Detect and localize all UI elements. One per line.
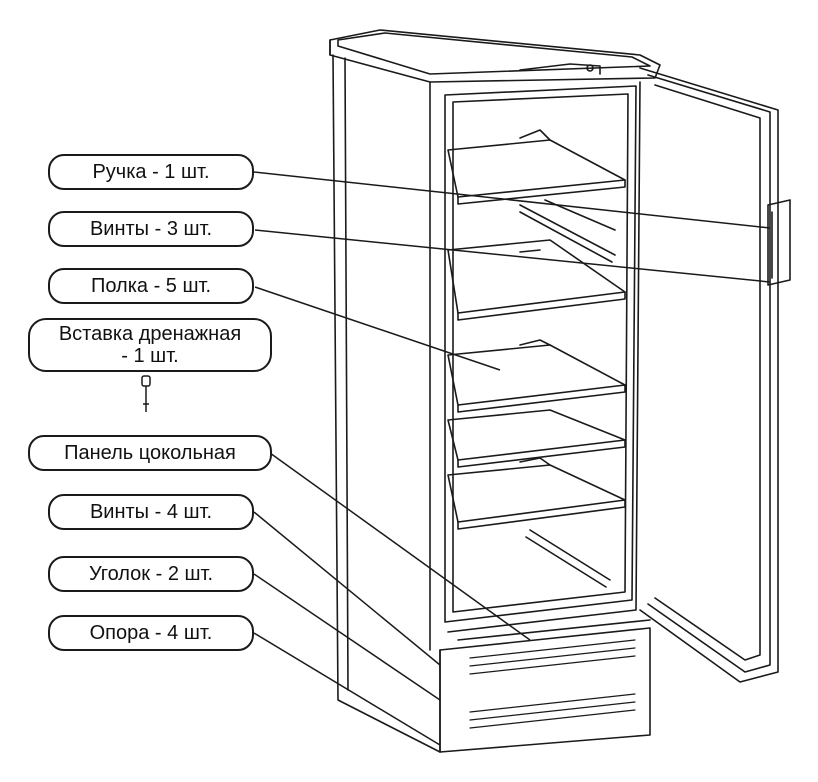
drain-insert-icon bbox=[141, 375, 151, 412]
leader-line-screws-3 bbox=[254, 229, 771, 283]
callout-screws-3: Винты - 3 шт. bbox=[48, 211, 254, 247]
shelf bbox=[447, 339, 626, 413]
drain-insert-label-line2: - 1 шт. bbox=[121, 345, 179, 367]
callout-support: Опора - 4 шт. bbox=[48, 615, 254, 651]
callout-base-panel: Панель цокольная bbox=[28, 435, 272, 471]
leader-line-screws-4 bbox=[253, 511, 441, 666]
callout-corner: Уголок - 2 шт. bbox=[48, 556, 254, 592]
callout-shelf: Полка - 5 шт. bbox=[48, 268, 254, 304]
leader-line-shelf bbox=[254, 286, 501, 371]
cabinet-side bbox=[332, 54, 441, 753]
rail bbox=[519, 204, 616, 263]
leader-line-support bbox=[253, 632, 441, 746]
door-handle bbox=[767, 199, 791, 286]
rail bbox=[525, 529, 611, 588]
door bbox=[639, 67, 779, 683]
shelf bbox=[447, 239, 626, 321]
shelf bbox=[447, 409, 626, 468]
shelf bbox=[447, 129, 626, 205]
drain-insert-label-line1: Вставка дренажная bbox=[58, 323, 242, 345]
leader-line-corner bbox=[253, 573, 441, 701]
callout-drain-insert: Вставка дренажная - 1 шт. bbox=[28, 318, 272, 372]
callout-handle: Ручка - 1 шт. bbox=[48, 154, 254, 190]
cabinet-top bbox=[329, 29, 661, 83]
callout-screws-4: Винты - 4 шт. bbox=[48, 494, 254, 530]
base-panel bbox=[439, 627, 651, 753]
leader-line-base-panel bbox=[269, 452, 531, 641]
shelf bbox=[447, 457, 626, 530]
leader-line-handle bbox=[253, 171, 771, 229]
inner-chamber bbox=[444, 85, 637, 623]
